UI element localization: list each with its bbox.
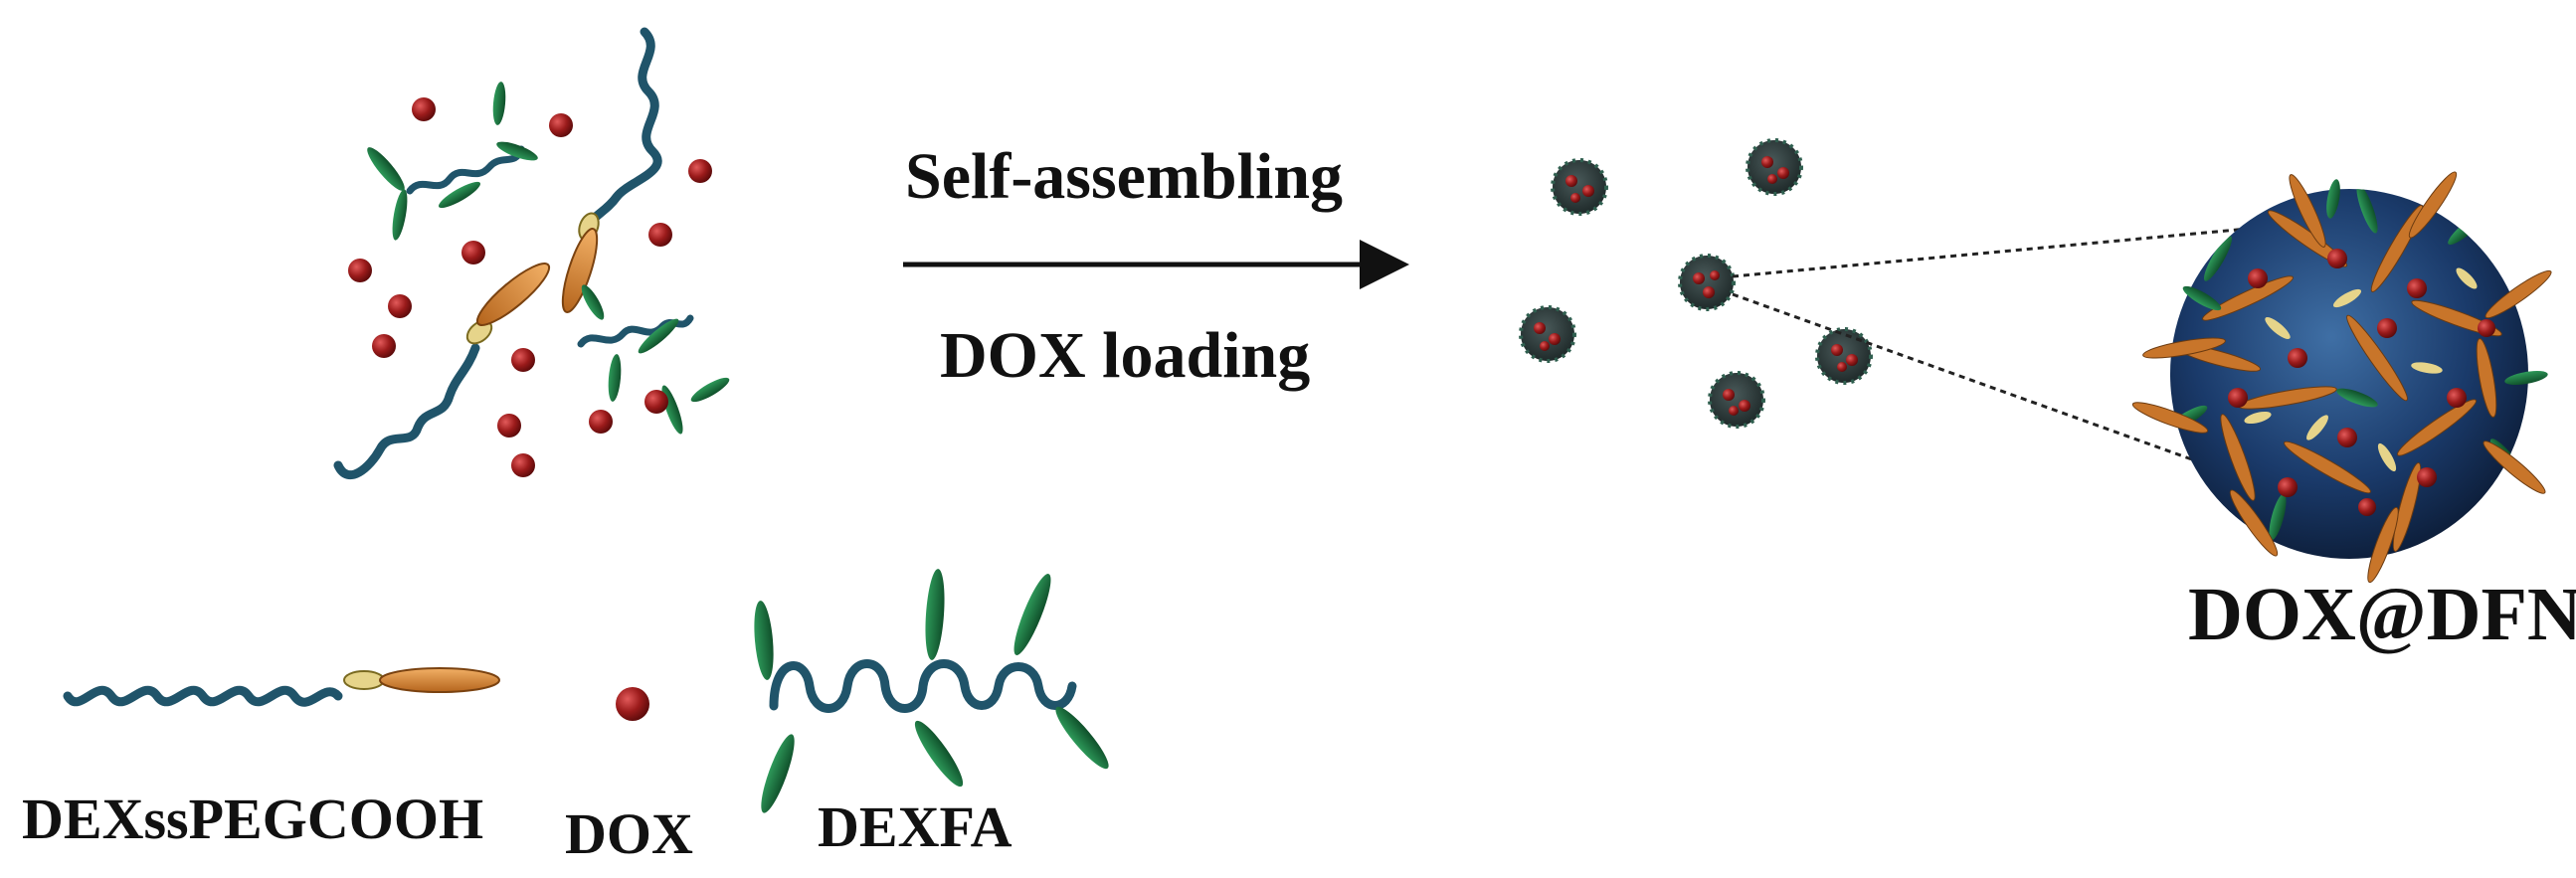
dox-dot (511, 453, 535, 477)
step-label-dox-loading: DOX loading (940, 319, 1311, 392)
dox-molecules (348, 97, 712, 477)
dox-dot (412, 97, 436, 121)
fa-leaf (392, 189, 408, 241)
enlarged-nanoparticle (2131, 171, 2552, 584)
dox-dot (348, 259, 372, 282)
fa-leaf (608, 354, 622, 402)
zoom-line (1732, 225, 2271, 278)
fa-leaf (638, 318, 679, 354)
nanoparticle-icon (1746, 138, 1803, 196)
nanoparticle-icon (1551, 158, 1608, 216)
dox-dot (549, 113, 573, 137)
dox-dot (511, 348, 535, 372)
fa-leaf (581, 284, 605, 320)
dexfa-chain (406, 145, 525, 195)
zoom-line (1732, 292, 2215, 469)
mixture-cluster (333, 27, 730, 480)
dox-dot (372, 334, 396, 358)
peg-segment (475, 263, 551, 326)
dexsspegcooh-chain-icon (63, 667, 500, 707)
fa-leaf (439, 181, 480, 209)
dexsspegcooh-chain (333, 343, 480, 480)
nanoparticle-icon (1708, 371, 1765, 429)
legend-label-dox: DOX (565, 801, 693, 866)
fa-leaf (690, 377, 730, 403)
nanoparticle-icon (1519, 305, 1576, 363)
dox-dot (644, 390, 668, 414)
dox-dot (648, 223, 672, 247)
dox-dot (688, 159, 712, 183)
dox-drug-icon (616, 687, 649, 721)
fa-leaf (492, 82, 506, 125)
nanoparticle-icon (1815, 327, 1873, 385)
product-label: DOX@DFNPs (2188, 573, 2576, 656)
peg-segment (561, 228, 599, 313)
legend-label-dexsspegcooh: DEXssPEGCOOH (22, 787, 484, 851)
nanoparticle-icon (1678, 254, 1736, 311)
step-label-self-assembling: Self-assembling (905, 140, 1344, 213)
dox-dot (388, 294, 412, 318)
dox-dot (497, 414, 521, 438)
fa-leaf (496, 141, 538, 161)
dox-dot (461, 241, 485, 264)
nanoparticle-group (1519, 138, 1873, 429)
fa-leaf (367, 147, 405, 191)
dexfa-chain-icon (754, 569, 1109, 813)
dox-dot (589, 410, 613, 434)
dexsspegcooh-chain (584, 27, 662, 230)
legend-label-dexfa: DEXFA (818, 794, 1012, 859)
